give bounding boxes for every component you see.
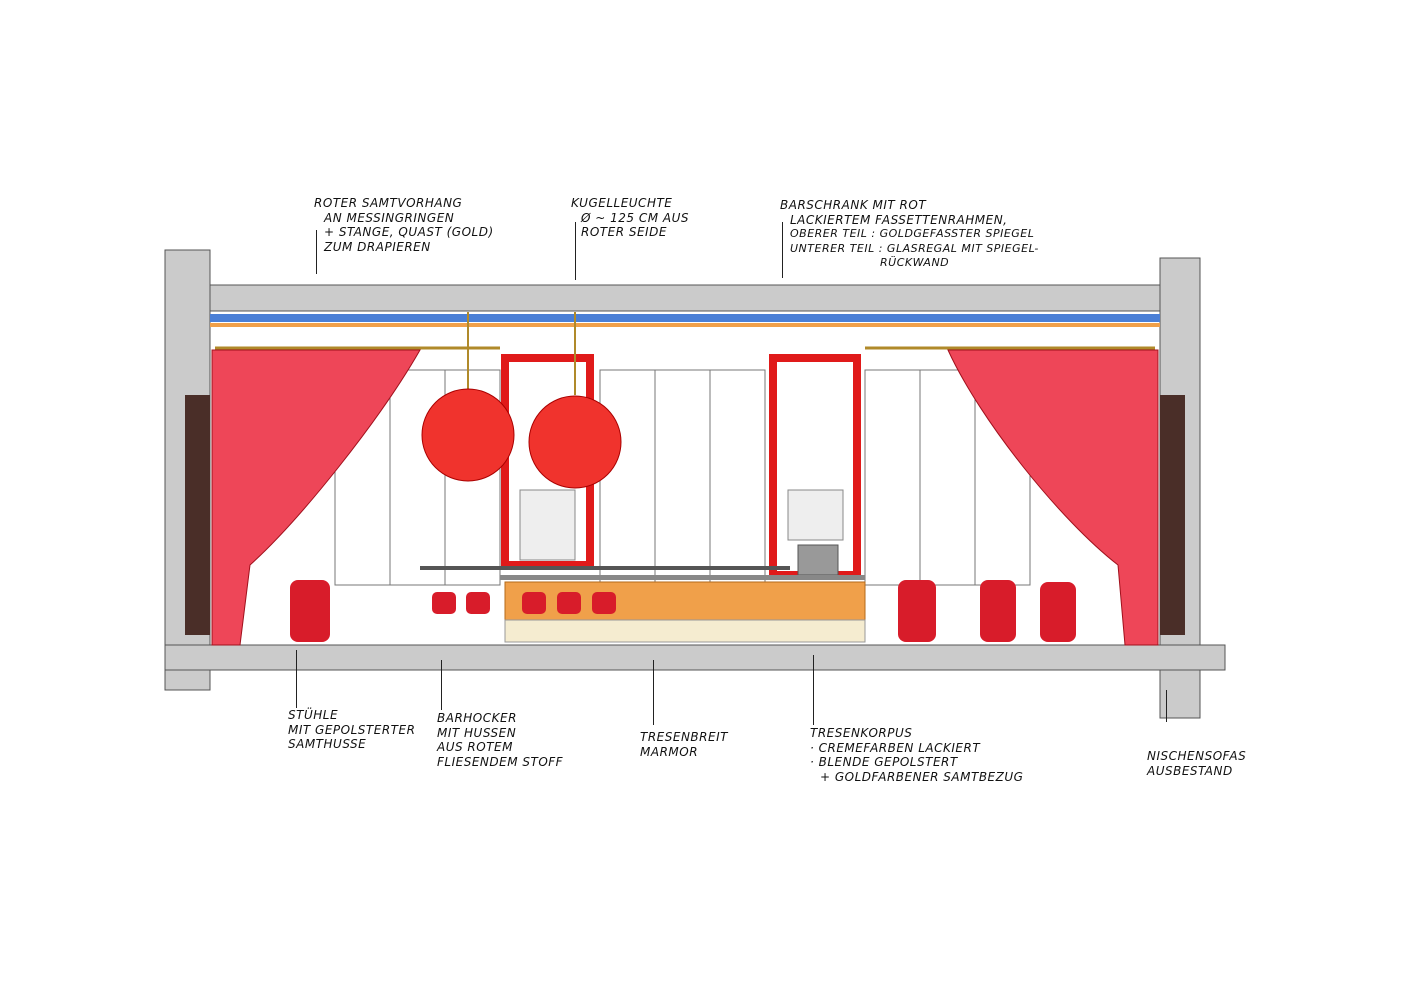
bar-cabinet-right [769,354,861,579]
red-curtains [211,349,1159,646]
ceiling-orange-strip [210,323,1160,327]
leader-line-counterbody [813,655,814,725]
ceiling-blue-strip [210,314,1160,322]
ball-pendant-lamps [421,312,622,489]
leader-line-cabinet [782,222,783,278]
bar-counter [500,575,866,643]
annotation-counterbody: TRESENKORPUS· CREMEFARBEN LACKIERT· BLEN… [810,726,1024,784]
leader-line-chairs [296,650,297,708]
window-panels [334,369,1031,586]
leader-line-sofas [1166,690,1167,722]
leader-line-lamp [575,222,576,280]
leader-line-curtain [316,230,317,274]
leader-line-stools [441,660,442,710]
niche-sofas [185,395,1185,635]
leader-line-countertop [653,660,654,725]
bar-stools [432,592,616,614]
